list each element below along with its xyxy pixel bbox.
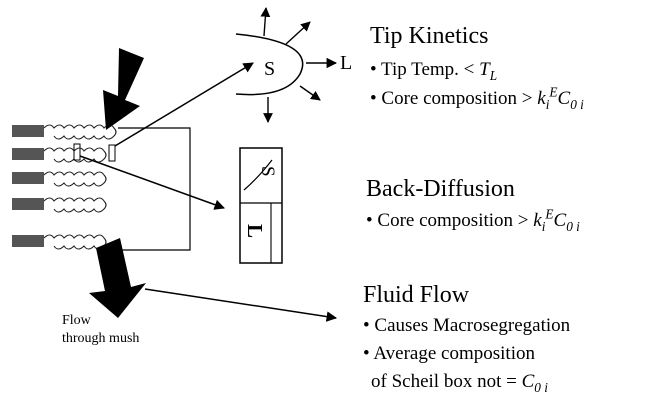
var-c-sub: 0 i: [570, 96, 584, 112]
dendrite-row: [12, 124, 117, 140]
var-k-sub: i: [541, 218, 546, 234]
var-c-sub: 0 i: [566, 218, 580, 234]
scheil-box-small: [73, 143, 81, 161]
var-k: k: [537, 88, 546, 109]
tip-temp-text: • Tip Temp. <: [370, 59, 480, 80]
box-liquid-label: L: [243, 224, 267, 238]
var-c: C: [521, 371, 535, 392]
tip-solid-label: S: [264, 58, 275, 80]
var-c-sub: 0 i: [534, 379, 548, 395]
var-c: C: [557, 88, 571, 109]
outgoing-flow-arrow: [89, 238, 146, 318]
var-c: C: [553, 210, 567, 231]
dendrite-row: [12, 171, 107, 187]
mold-wall: [110, 127, 191, 251]
dendrite-row: [12, 234, 107, 250]
scheil-box-text: of Scheil box not =: [371, 371, 522, 392]
var-k-sup: E: [549, 84, 558, 100]
var-t-sub: L: [489, 67, 498, 83]
rejection-arrows: [260, 7, 321, 123]
fluid-flow-connector-arrow: [144, 288, 338, 322]
tip-liquid-label: L: [340, 52, 352, 74]
tip-temp-bullet: • Tip Temp. < TL: [370, 59, 497, 82]
average-composition-bullet: • Average composition: [363, 343, 535, 364]
var-t: T: [479, 59, 490, 80]
dendrite-array: [12, 124, 117, 250]
tip-core-composition-bullet: • Core composition > kiEC0 i: [370, 86, 584, 111]
back-core-composition-bullet: • Core composition > kiEC0 i: [366, 208, 580, 233]
back-core-text: • Core composition >: [366, 210, 534, 231]
box-solid-label: S: [257, 166, 278, 177]
scheil-box-enlarged: S L: [239, 147, 283, 264]
var-k-sup: E: [545, 206, 554, 222]
back-diffusion-title: Back-Diffusion: [366, 176, 515, 202]
dendrite-tip-curve: [235, 33, 304, 96]
tip-connector-arrow: [114, 62, 254, 147]
macrosegregation-bullet: • Causes Macrosegregation: [363, 315, 571, 336]
tip-core-text: • Core composition >: [370, 88, 538, 109]
var-k-sub: i: [545, 96, 550, 112]
scheil-box-small-tip: [108, 144, 116, 162]
tip-kinetics-title: Tip Kinetics: [370, 23, 489, 49]
flow-caption-line2: through mush: [62, 331, 139, 346]
flow-caption-line1: Flow: [62, 313, 92, 328]
scheil-box-line: of Scheil box not = C0 i: [371, 371, 548, 394]
fluid-flow-title: Fluid Flow: [363, 282, 470, 308]
incoming-flow-arrow: [103, 48, 144, 130]
back-diffusion-connector-arrow: [79, 155, 225, 210]
dendrite-row: [12, 197, 107, 213]
var-k: k: [533, 210, 542, 231]
